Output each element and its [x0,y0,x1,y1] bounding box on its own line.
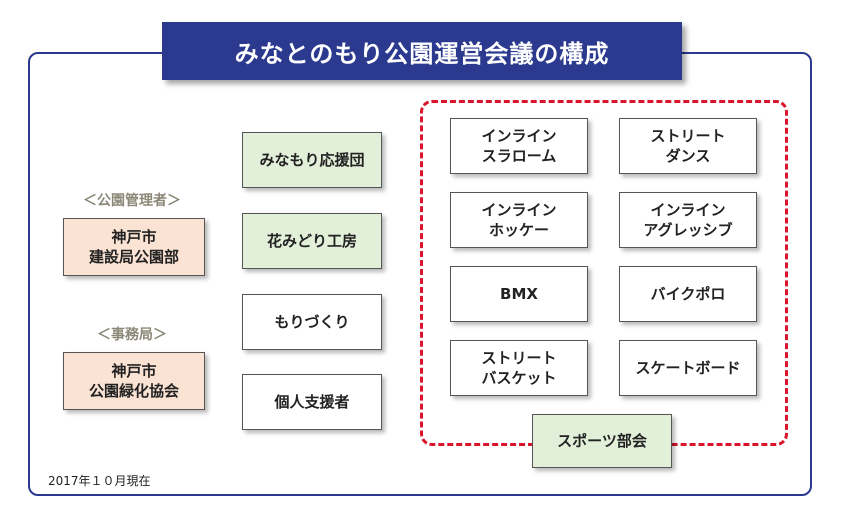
member-box-hanamidori: 花みどり工房 [242,213,382,269]
as-of-note: 2017年１０月現在 [48,474,151,488]
management-line-1: 神戸市 [111,227,157,246]
management-line-2: 建設局公園部 [88,248,179,266]
sports-group-label: スポーツ部会 [557,431,647,450]
sport-line: インライン [650,200,726,219]
member-box-morizukuri: もりづくり [242,294,382,350]
member-label: 花みどり工房 [266,231,357,250]
sport-line: ダンス [665,147,711,165]
sports-group-box: スポーツ部会 [532,414,672,468]
sport-box: スケートボード [619,340,757,396]
sport-line: BMX [500,284,538,303]
member-label: みなもり応援団 [259,150,365,169]
sport-box: バイクポロ [619,266,757,322]
member-label: 個人支援者 [274,392,350,411]
sport-line: スラローム [481,147,557,165]
sport-line: バスケット [481,369,557,387]
sport-line: インライン [481,200,557,219]
management-box: 神戸市 建設局公園部 [63,218,205,276]
sport-box: インライン ホッケー [450,192,588,248]
sport-line: ホッケー [488,221,549,239]
member-label: もりづくり [274,312,350,331]
member-box-minamori: みなもり応援団 [242,132,382,188]
sport-box: インライン アグレッシブ [619,192,757,248]
member-box-individual: 個人支援者 [242,374,382,430]
sport-box: BMX [450,266,588,322]
sport-box: インライン スラローム [450,118,588,174]
sport-line: ストリート [650,126,726,145]
sport-line: インライン [481,126,557,145]
sport-line: バイクポロ [650,284,726,303]
sport-line: ストリート [481,348,557,367]
management-label: ＜公園管理者＞ [83,193,181,209]
office-line-2: 公園緑化協会 [88,382,179,400]
sport-line: アグレッシブ [643,221,733,239]
diagram-title: みなとのもり公園運営会議の構成 [162,22,682,80]
sport-line: スケートボード [635,358,741,377]
sport-box: ストリート ダンス [619,118,757,174]
sport-box: ストリート バスケット [450,340,588,396]
office-label: ＜事務局＞ [97,327,167,343]
office-line-1: 神戸市 [111,361,157,380]
office-box: 神戸市 公園緑化協会 [63,352,205,410]
